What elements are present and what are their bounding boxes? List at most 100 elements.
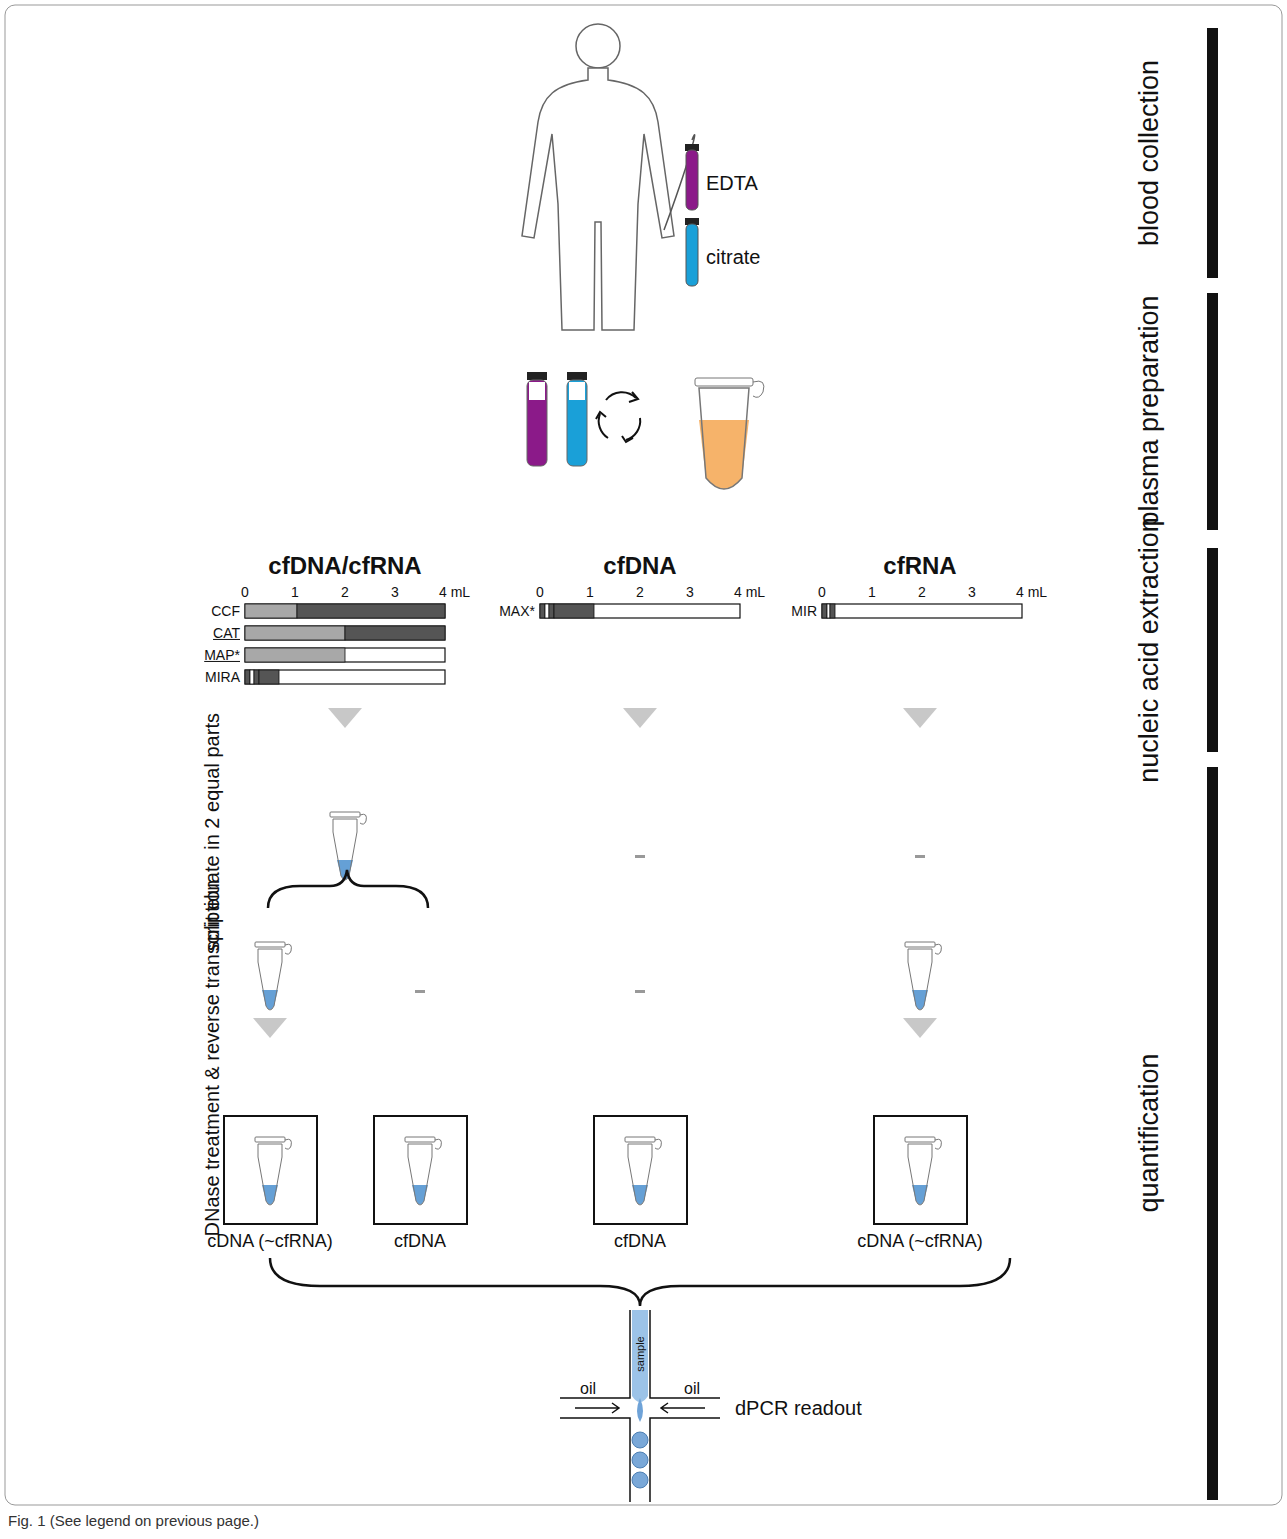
droplet	[632, 1432, 648, 1448]
chip-channel	[560, 1310, 720, 1502]
max-bar-part	[545, 604, 549, 618]
method-name: MIR	[791, 603, 817, 619]
mir-bar-part	[830, 604, 835, 618]
sample-stream	[632, 1310, 648, 1402]
section-label: quantification	[1134, 1053, 1165, 1212]
section-label: plasma preparation	[1134, 295, 1165, 526]
axis-tick: 1	[291, 584, 299, 600]
flow-triangle	[253, 1018, 287, 1038]
tube-label: EDTA	[706, 172, 758, 195]
section-bar	[1207, 293, 1218, 530]
channel-label: oil	[684, 1380, 700, 1398]
axis-tick: 3	[968, 584, 976, 600]
column-heading: cfRNA	[883, 552, 956, 580]
merge-brace	[270, 1258, 1010, 1306]
mira-bar-part	[259, 670, 279, 684]
axis-tick: 4 mL	[1016, 584, 1047, 600]
mira-bar-part	[254, 670, 259, 684]
max-bar-part	[549, 604, 554, 618]
mix-arrowhead	[596, 412, 606, 419]
section-label: blood collection	[1134, 60, 1165, 246]
oil-arrow	[661, 1403, 705, 1413]
sample-box: cfDNA	[373, 1115, 468, 1252]
box-frame	[373, 1115, 468, 1225]
skip-dash	[415, 990, 425, 993]
channel-label: sample	[634, 1336, 647, 1371]
person-body	[522, 68, 674, 330]
sample-label: cDNA (~cfRNA)	[855, 1231, 985, 1252]
cat-bar	[245, 626, 445, 640]
eppendorf-lid	[695, 378, 753, 386]
mix-arrowhead	[629, 392, 638, 402]
mix-arrow	[599, 414, 608, 438]
flow-triangle	[328, 708, 362, 728]
tube-icon	[225, 1117, 316, 1223]
axis-tick: 0	[818, 584, 826, 600]
axis-tick: 3	[391, 584, 399, 600]
sample-box: cDNA (~cfRNA)	[855, 1115, 985, 1252]
method-name: MIRA	[205, 669, 240, 685]
mix-arrowhead	[622, 436, 633, 442]
axis-tick: 1	[586, 584, 594, 600]
section-bar	[1207, 548, 1218, 752]
column-heading: cfDNA	[603, 552, 676, 580]
readout-label: dPCR readout	[735, 1397, 862, 1420]
citrate-vial-plasma	[569, 382, 585, 400]
axis-tick: 2	[636, 584, 644, 600]
mira-bar-part	[250, 670, 254, 684]
edta-vial	[527, 380, 547, 466]
section-label: nucleic acid extraction	[1134, 517, 1165, 783]
citrate-tube	[686, 224, 698, 286]
edta-tube	[686, 150, 698, 210]
eppendorf-body	[699, 388, 749, 489]
ccf-bar-part	[297, 604, 445, 618]
box-tube	[405, 1137, 441, 1205]
sample-label: cDNA (~cfRNA)	[205, 1231, 335, 1252]
sample-box: cfDNA	[593, 1115, 688, 1252]
mix-arrow	[626, 418, 640, 440]
sample-box: cDNA (~cfRNA)	[205, 1115, 335, 1252]
map-bar-part	[245, 648, 345, 662]
mir-bar-part	[822, 604, 827, 618]
droplet-forming	[637, 1398, 643, 1422]
skip-dash	[635, 990, 645, 993]
axis-tick: 2	[918, 584, 926, 600]
flow-triangle	[903, 1018, 937, 1038]
axis-tick: 3	[686, 584, 694, 600]
ccf-bar-part	[245, 604, 297, 618]
citrate-vial	[567, 380, 587, 466]
max-bar-part	[554, 604, 594, 618]
mir-bar	[822, 604, 1022, 618]
cat-bar-part	[345, 626, 445, 640]
skip-dash	[635, 855, 645, 858]
mir-bar-part	[827, 604, 830, 618]
rt-tube	[905, 942, 941, 1010]
flow-triangle	[903, 708, 937, 728]
column-heading: cfDNA/cfRNA	[268, 552, 421, 580]
figure-caption: Fig. 1 (See legend on previous page.)	[8, 1512, 259, 1529]
split-tube	[330, 812, 366, 880]
axis-tick: 2	[341, 584, 349, 600]
mix-arrow	[606, 392, 636, 400]
figure-frame	[5, 5, 1282, 1505]
method-name: CAT	[213, 625, 240, 641]
method-name: MAX*	[499, 603, 535, 619]
skip-dash	[915, 855, 925, 858]
cat-bar-part	[245, 626, 345, 640]
flow-triangle	[623, 708, 657, 728]
box-frame	[223, 1115, 318, 1225]
step-label: DNase treatment & reverse transcription	[201, 880, 224, 1237]
box-tube	[625, 1137, 661, 1205]
channel-label: oil	[580, 1380, 596, 1398]
sample-label: cfDNA	[593, 1231, 688, 1252]
edta-vial-plasma	[529, 382, 545, 400]
axis-tick: 0	[536, 584, 544, 600]
method-name: CCF	[211, 603, 240, 619]
method-name: MAP*	[204, 647, 240, 663]
max-bar	[540, 604, 740, 618]
tube-icon	[595, 1117, 686, 1223]
citrate-vial-cap	[567, 372, 587, 380]
tube-label: citrate	[706, 246, 760, 269]
